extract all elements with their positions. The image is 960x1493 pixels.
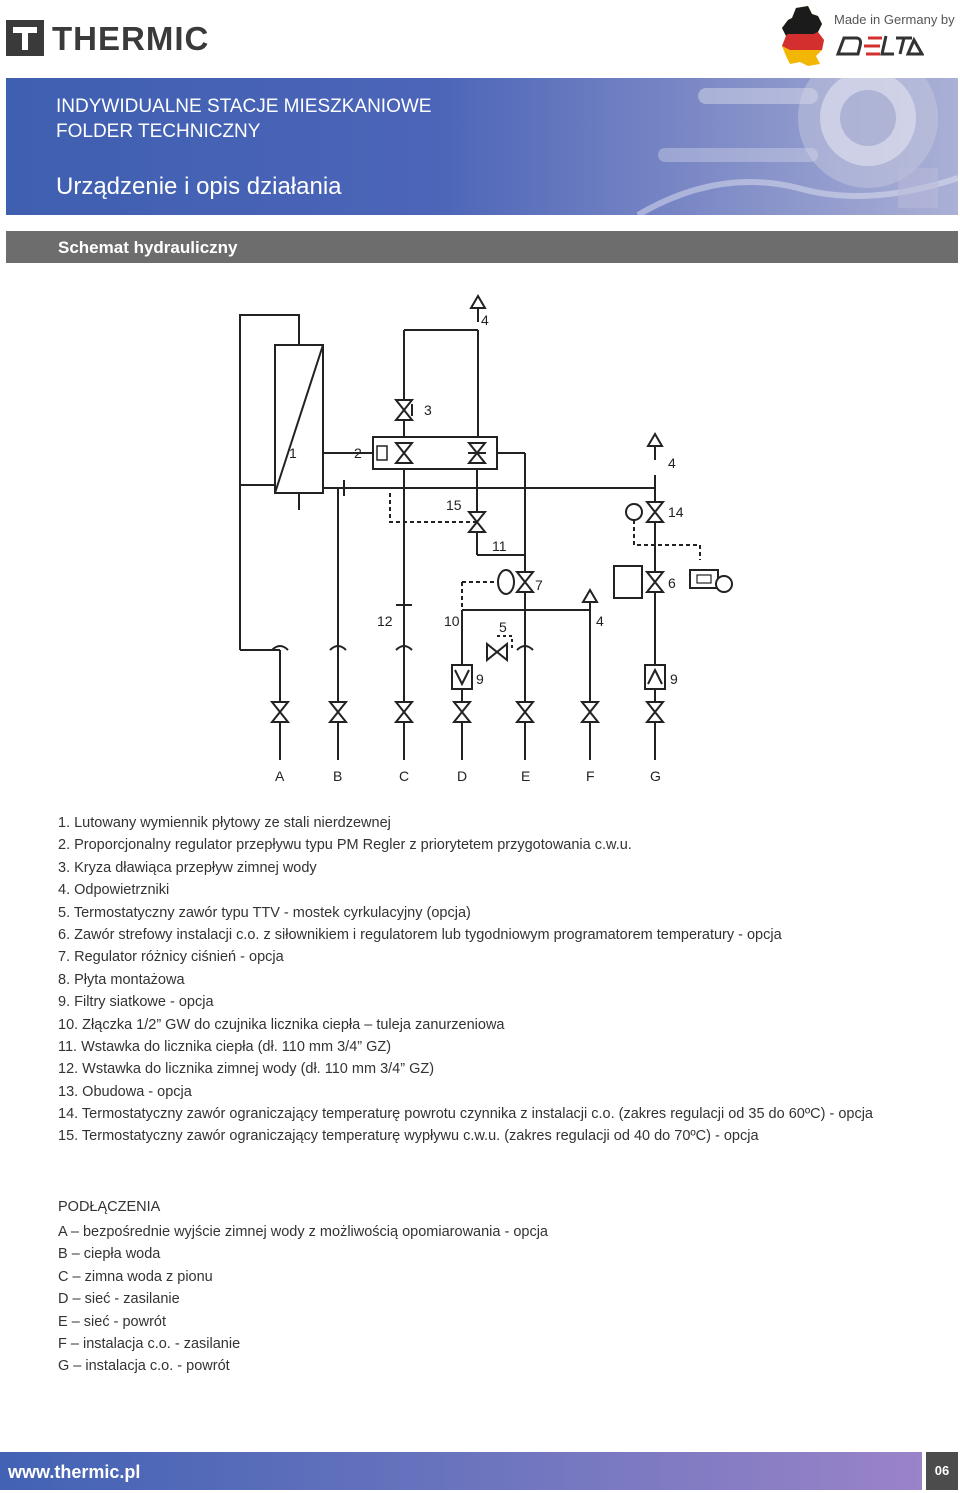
component-legend: 1. Lutowany wymiennik płytowy ze stali n… [58, 812, 938, 1148]
legend-item: 8. Płyta montażowa [58, 971, 185, 988]
legend-item: 6. Zawór strefowy instalacji c.o. z siło… [58, 926, 782, 943]
label-2: 2 [354, 445, 362, 461]
legend-item: 11. Wstawka do licznika ciepła (dł. 110 … [58, 1038, 392, 1055]
label-10: 10 [444, 613, 460, 629]
zone-valve-actuator [613, 565, 643, 599]
connection-item: D – sieć - zasilanie [58, 1291, 180, 1308]
footer-url[interactable]: www.thermic.pl [8, 1462, 141, 1482]
label-11: 11 [492, 538, 507, 554]
legend-item: 10. Złączka 1/2” GW do czujnika licznika… [58, 1016, 505, 1033]
top-bar: THERMIC Made in Germany by [0, 0, 960, 80]
label-9-left: 9 [476, 671, 484, 687]
label-5: 5 [499, 619, 507, 635]
label-14: 14 [668, 504, 684, 520]
thermic-logo-icon [6, 20, 44, 56]
legend-item: 3. Kryza dławiąca przepływ zimnej wody [58, 859, 317, 876]
section-header: Schemat hydrauliczny [6, 231, 958, 263]
made-in-text: Made in Germany by [834, 12, 955, 27]
connection-item: E – sieć - powrót [58, 1313, 166, 1330]
legend-item: 2. Proporcjonalny regulator przepływu ty… [58, 837, 632, 854]
footer-bar: www.thermic.pl [0, 1452, 922, 1490]
page-number: 06 [926, 1452, 958, 1490]
legend-item: 1. Lutowany wymiennik płytowy ze stali n… [58, 815, 391, 831]
brand-name: THERMIC [52, 20, 210, 57]
connection-D: D [457, 768, 467, 784]
label-15: 15 [446, 497, 462, 513]
hero-background-image [636, 78, 958, 215]
connection-item: F – instalacja c.o. - zasilanie [58, 1335, 241, 1352]
hero-line-1: INDYWIDUALNE STACJE MIESZKANIOWE [56, 96, 432, 117]
legend-item: 15. Termostatyczny zawór ograniczający t… [58, 1128, 759, 1145]
legend-item: 9. Filtry siatkowe - opcja [58, 994, 214, 1011]
label-4-mid: 4 [596, 613, 604, 629]
connection-F: F [586, 768, 595, 784]
page-title: Urządzenie i opis działania [56, 173, 342, 200]
label-3: 3 [424, 402, 432, 418]
delta-logo [835, 35, 924, 56]
label-4-top: 4 [481, 312, 489, 328]
legend-item: 7. Regulator różnicy ciśnień - opcja [58, 949, 284, 966]
connection-item: A – bezpośrednie wyjście zimnej wody z m… [58, 1224, 548, 1240]
connection-item: B – ciepła woda [58, 1246, 161, 1263]
connection-B: B [333, 768, 342, 784]
label-6: 6 [668, 575, 676, 591]
connections-title: PODŁĄCZENIA [58, 1199, 161, 1215]
connection-E: E [521, 768, 530, 784]
germany-map-icon [782, 6, 824, 66]
legend-item: 14. Termostatyczny zawór ograniczający t… [58, 1106, 873, 1123]
connection-item: C – zimna woda z pionu [58, 1268, 213, 1285]
hero-line-2: FOLDER TECHNICZNY [56, 121, 261, 142]
connection-C: C [399, 768, 409, 784]
label-4-right: 4 [668, 455, 676, 471]
label-9-right: 9 [670, 671, 678, 687]
connection-item: G – instalacja c.o. - powrót [58, 1358, 230, 1375]
connection-G: G [650, 768, 661, 784]
hydraulic-diagram: 1 2 3 4 4 15 14 11 7 6 12 10 5 4 9 9 A B… [239, 295, 733, 784]
hero-banner: INDYWIDUALNE STACJE MIESZKANIOWE FOLDER … [6, 78, 958, 215]
connections-list: A – bezpośrednie wyjście zimnej wody z m… [58, 1221, 548, 1378]
legend-item: 4. Odpowietrzniki [58, 882, 170, 899]
label-1: 1 [289, 445, 297, 461]
label-12: 12 [377, 613, 393, 629]
legend-item: 13. Obudowa - opcja [58, 1083, 192, 1100]
section-title: Schemat hydrauliczny [58, 238, 238, 257]
label-7: 7 [535, 577, 543, 593]
connection-A: A [275, 768, 285, 784]
legend-item: 12. Wstawka do licznika zimnej wody (dł.… [58, 1061, 435, 1078]
legend-item: 5. Termostatyczny zawór typu TTV - moste… [58, 904, 471, 921]
